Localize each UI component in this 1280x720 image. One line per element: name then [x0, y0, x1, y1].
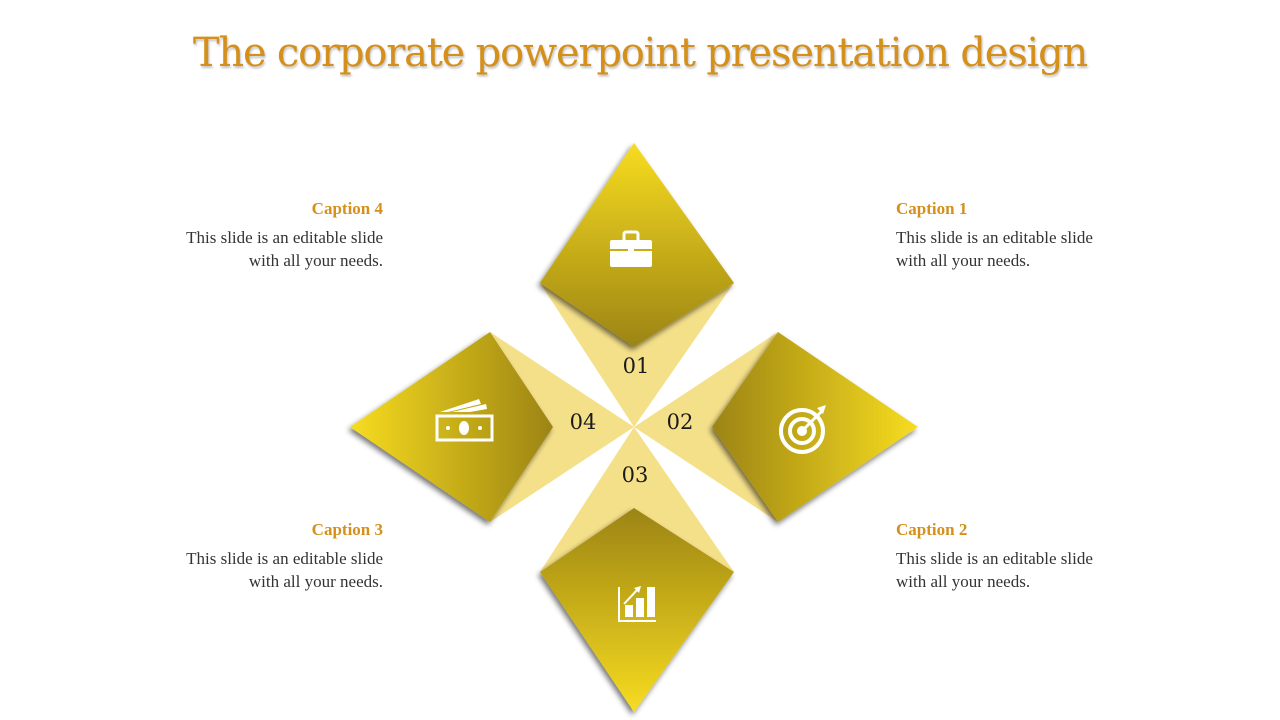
money-icon [435, 399, 494, 442]
caption-text-1a: This slide is an editable slide [896, 228, 1093, 247]
step-number-03: 03 [622, 463, 649, 487]
growth-chart-icon [618, 586, 656, 622]
wedge-02 [634, 332, 778, 522]
caption-heading-3: Caption 3 [311, 520, 383, 539]
step-number-02: 02 [667, 410, 694, 434]
caption-text-2a: This slide is an editable slide [896, 549, 1093, 568]
caption-block-2: Caption 2 This slide is an editable slid… [896, 520, 1156, 593]
arm-04 [350, 332, 553, 522]
wedge-03 [540, 427, 734, 572]
caption-text-3a: This slide is an editable slide [186, 549, 383, 568]
caption-text-1b: with all your needs. [896, 251, 1031, 270]
caption-block-3: Caption 3 This slide is an editable slid… [123, 520, 383, 593]
caption-text-4b: with all your needs. [248, 251, 383, 270]
caption-block-4: Caption 4 This slide is an editable slid… [123, 199, 383, 272]
caption-heading-2: Caption 2 [896, 520, 968, 539]
caption-text-3b: with all your needs. [248, 572, 383, 591]
briefcase-icon [610, 230, 652, 267]
caption-text-4a: This slide is an editable slide [186, 228, 383, 247]
slide-title: The corporate powerpoint presentation de… [192, 30, 1088, 76]
step-number-04: 04 [570, 410, 597, 434]
wedge-01 [540, 283, 734, 427]
step-number-01: 01 [623, 354, 650, 378]
caption-text-2b: with all your needs. [896, 572, 1031, 591]
caption-heading-4: Caption 4 [311, 199, 383, 218]
wedge-04 [490, 332, 634, 522]
target-icon [779, 405, 826, 454]
caption-block-1: Caption 1 This slide is an editable slid… [896, 199, 1156, 272]
caption-heading-1: Caption 1 [896, 199, 968, 218]
